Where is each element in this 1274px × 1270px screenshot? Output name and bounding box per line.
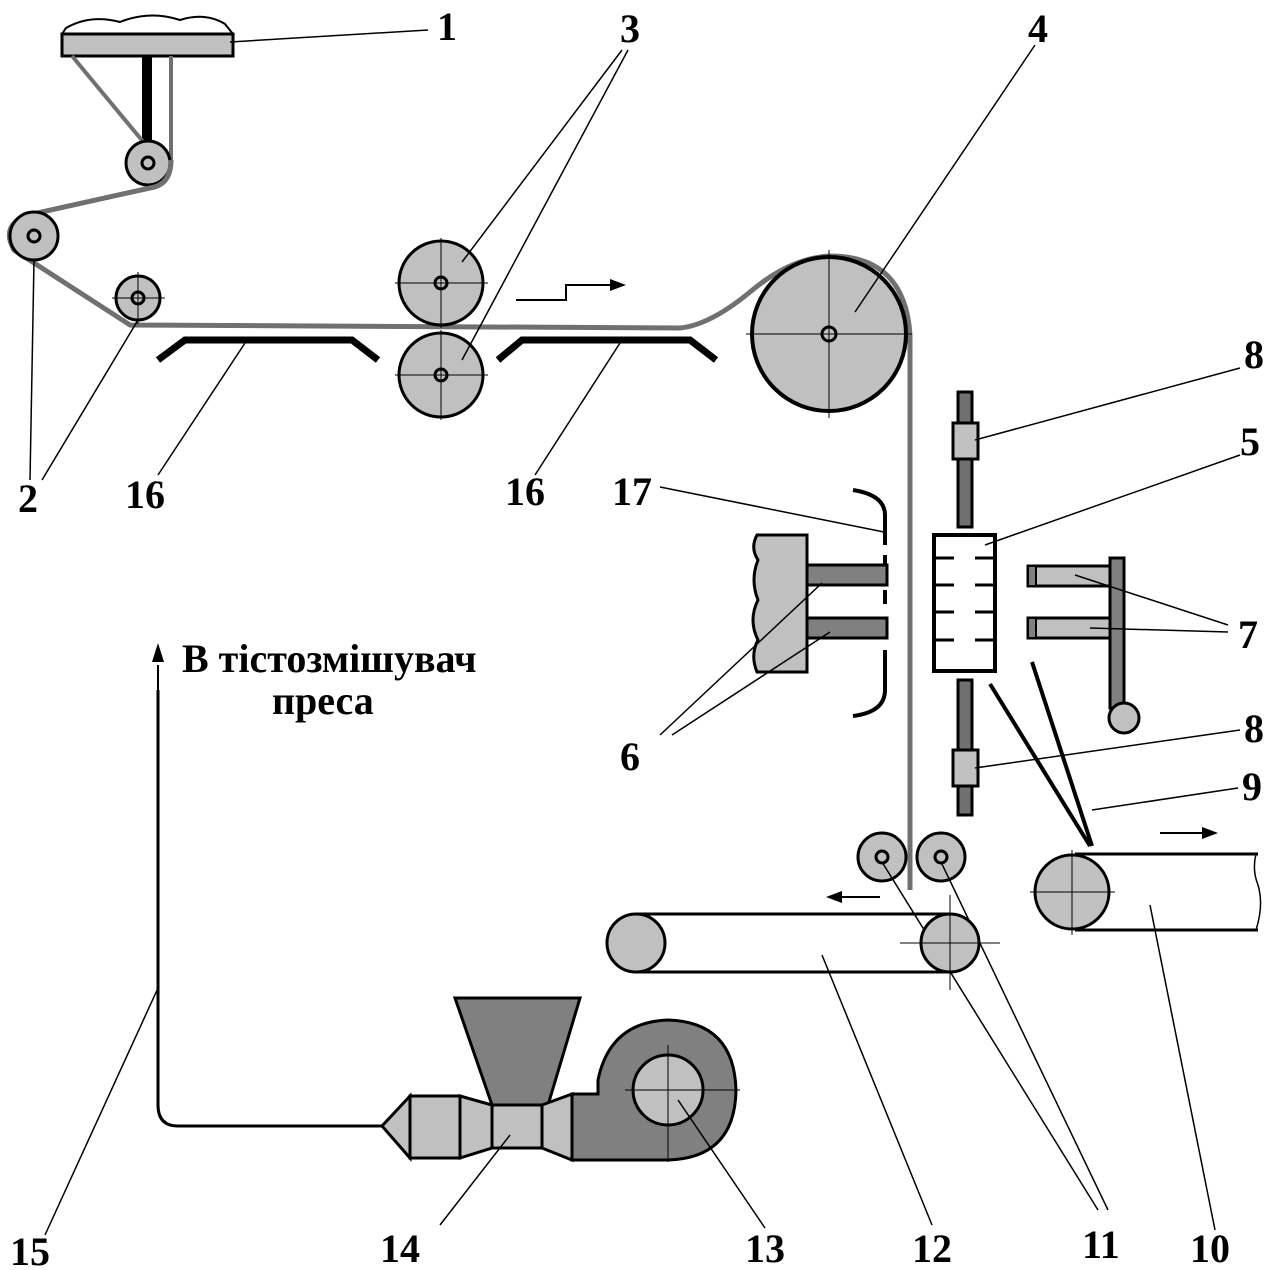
part-15-return-pipe: [44, 643, 382, 1236]
label-10: 10: [1190, 1226, 1230, 1270]
label-11: 11: [1082, 1222, 1120, 1267]
label-6: 6: [620, 734, 640, 779]
part-9-chute: [988, 661, 1239, 848]
part-7-ejectors: [1026, 556, 1229, 735]
label-13: 13: [745, 1226, 785, 1270]
part-1-feeder: [60, 14, 236, 187]
label-15: 15: [10, 1229, 50, 1270]
label-3: 3: [620, 6, 640, 51]
flow-arrow-right-top: [516, 279, 626, 301]
part-10-output-conveyor: [1030, 827, 1262, 1231]
label-7: 7: [1238, 612, 1258, 657]
part-8-guide-rods: [951, 367, 1241, 817]
label-2: 2: [18, 476, 38, 521]
part-16-support-plates: [155, 336, 719, 476]
dough-sheet: [6, 159, 913, 890]
label-8-bottom: 8: [1244, 706, 1264, 751]
part-6-stamp-block: [659, 533, 889, 736]
label-17: 17: [612, 469, 652, 514]
caption-line-1: В тістозмішувач: [182, 636, 477, 681]
caption-line-2: преса: [272, 678, 374, 723]
label-4: 4: [1028, 6, 1048, 51]
part-13-drive: [570, 1018, 766, 1229]
part-12-return-conveyor: [605, 891, 1000, 1226]
part-11-pull-rollers: [856, 831, 1109, 1211]
label-9: 9: [1242, 764, 1262, 809]
label-16-right: 16: [505, 469, 545, 514]
label-14: 14: [380, 1226, 420, 1270]
part-4-drum: [746, 44, 1036, 418]
part-14-screw-press: [379, 996, 583, 1226]
label-16-left: 16: [125, 472, 165, 517]
label-1: 1: [437, 4, 457, 49]
part-2-guide-rollers: [8, 210, 165, 481]
part-5-cutting-head: [932, 454, 1241, 673]
label-12: 12: [912, 1226, 952, 1270]
label-8-top: 8: [1244, 332, 1264, 377]
part-3-sheeting-rollers: [395, 49, 629, 420]
label-5: 5: [1240, 419, 1260, 464]
